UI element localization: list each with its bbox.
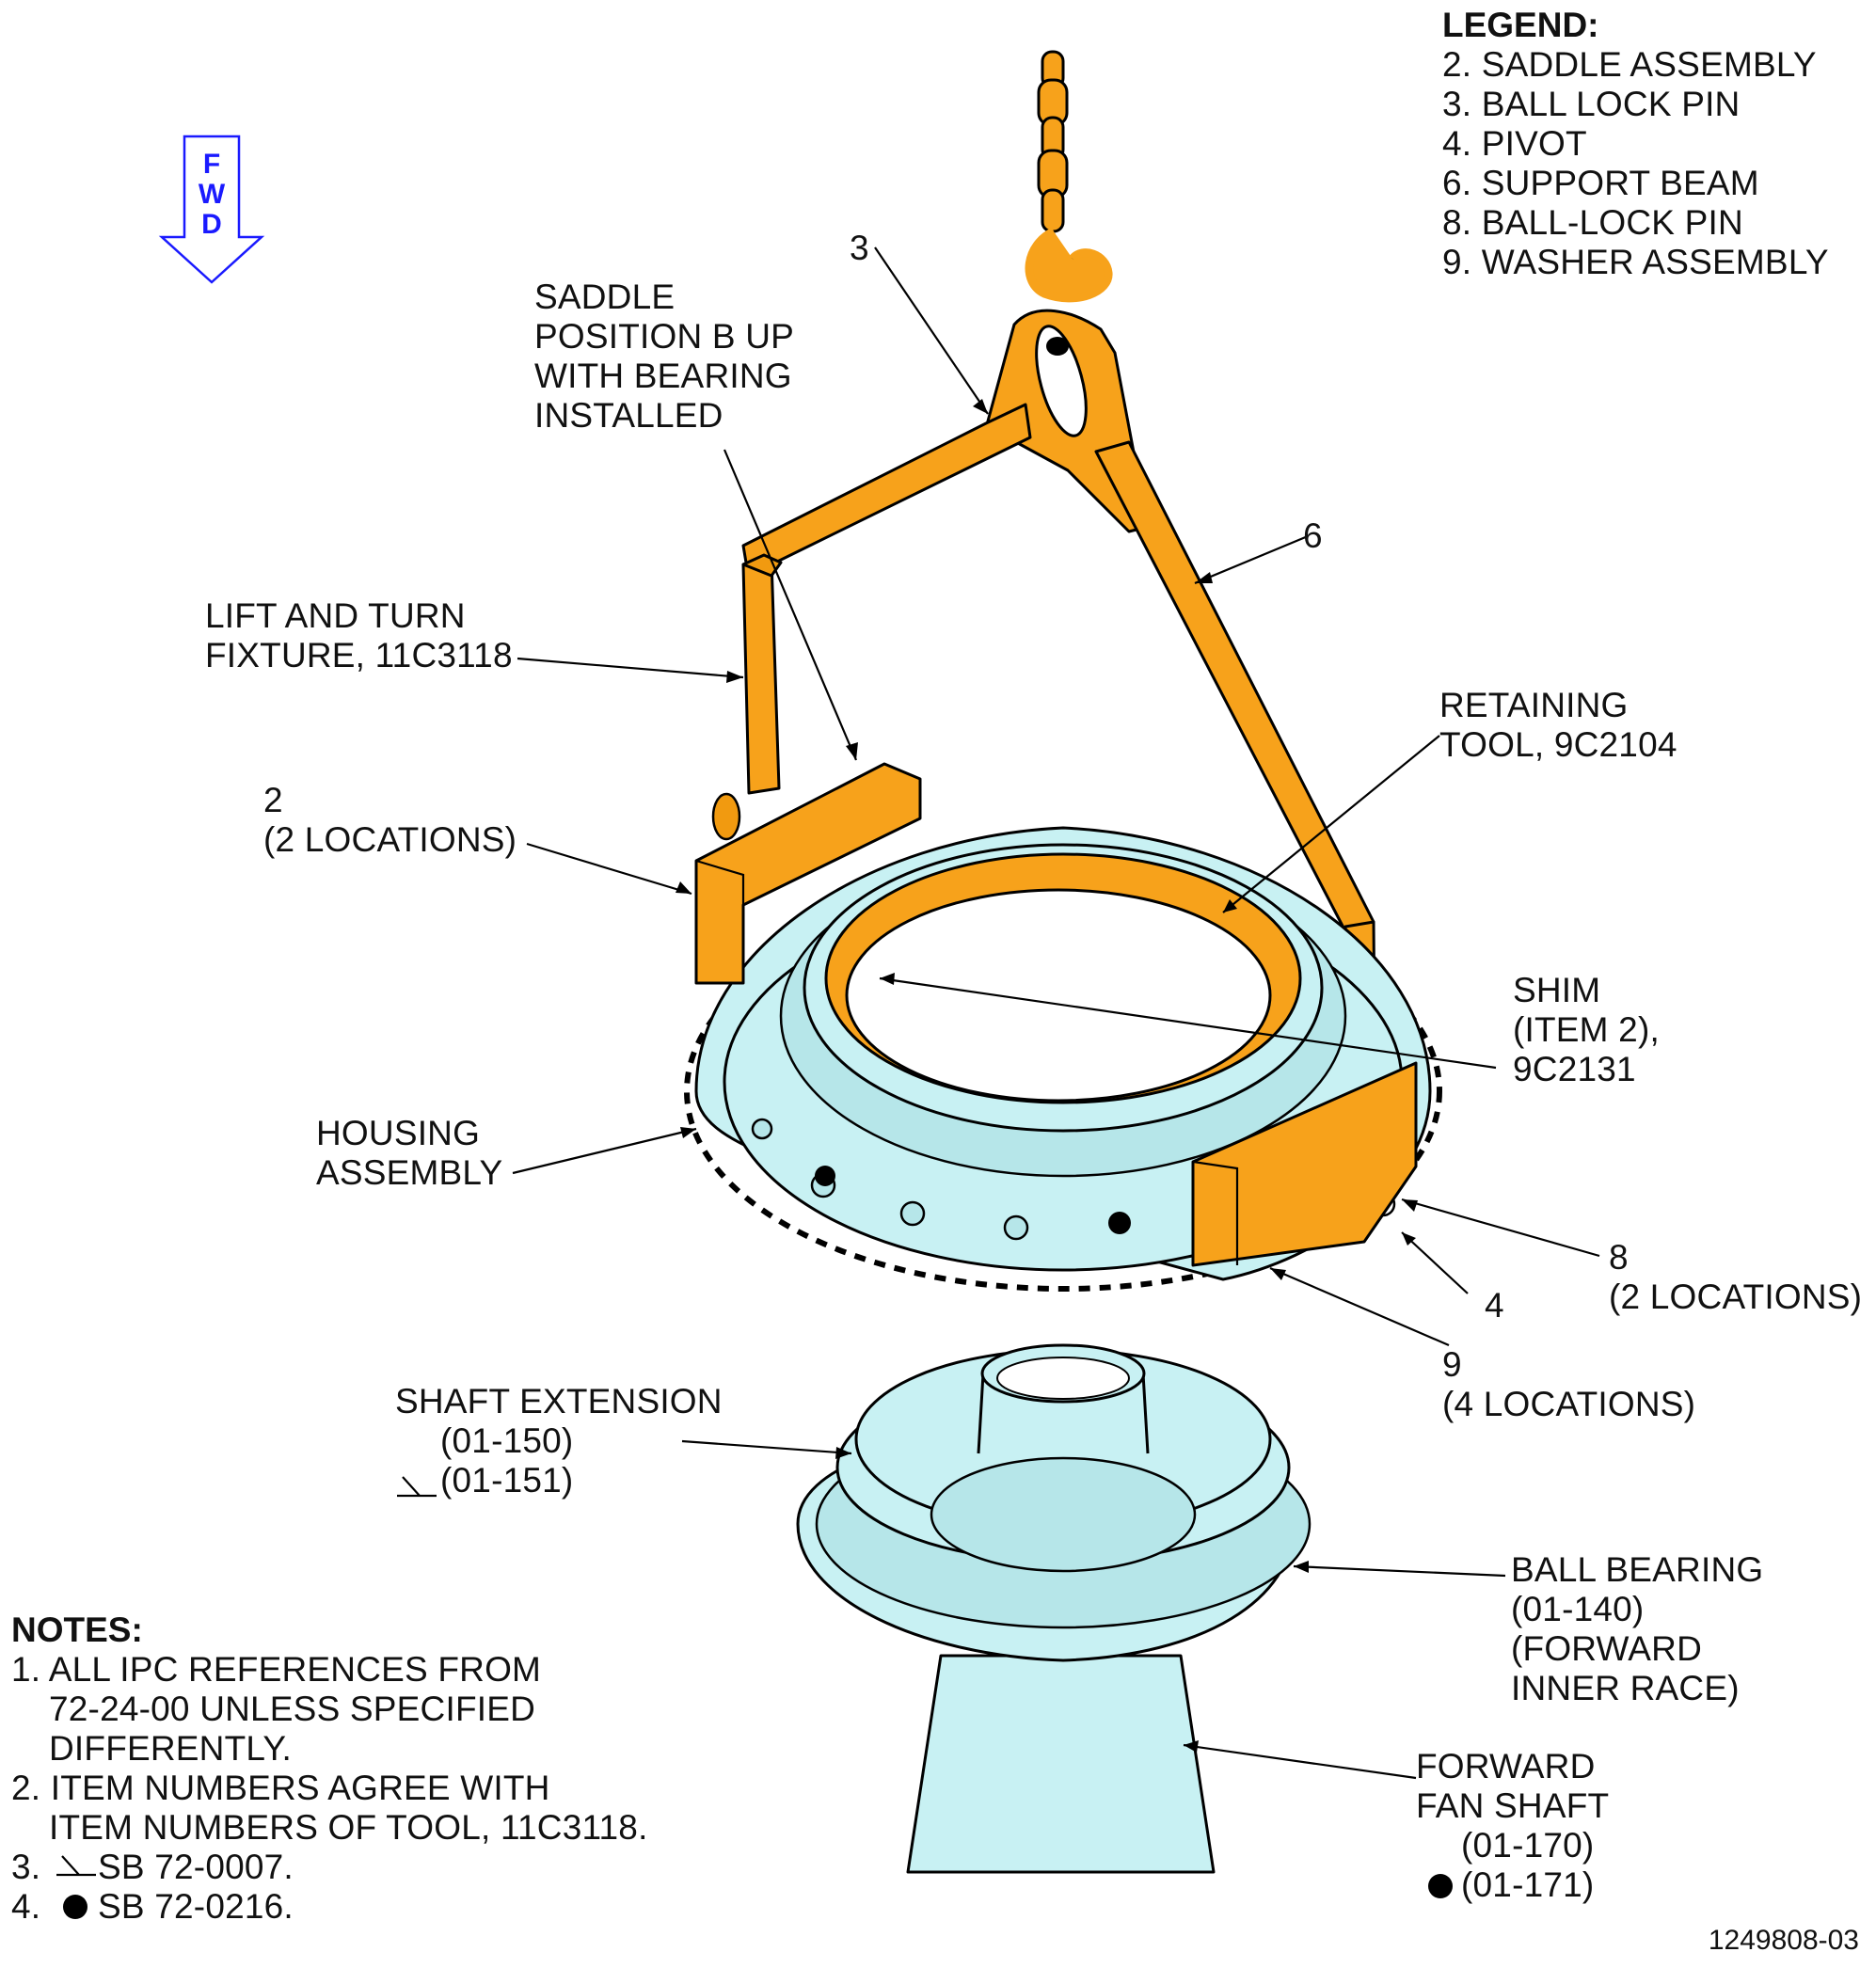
note-3-text: SB 72-0007. (98, 1848, 294, 1886)
callout-shim-line-3: 9C2131 (1513, 1050, 1636, 1088)
fwd-letter-f: F (203, 149, 220, 180)
callout-housing-line-1: HOUSING (316, 1114, 480, 1152)
callout-shaft-ext-line-3: (01-151) (440, 1461, 573, 1500)
callout-saddle-line-1: SADDLE (534, 278, 675, 316)
callout-housing-line-2: ASSEMBLY (316, 1153, 502, 1192)
callout-8-line-2: (2 LOCATIONS) (1609, 1278, 1862, 1316)
note-line-4: 2. ITEM NUMBERS AGREE WITH (11, 1769, 550, 1807)
figure-reference-number: 1249808-03 (1709, 1925, 1859, 1956)
callout-retaining-line-2: TOOL, 9C2104 (1439, 725, 1677, 764)
forward-fan-shaft-icon (796, 1343, 1312, 1874)
callout-9-line-2: (4 LOCATIONS) (1442, 1385, 1695, 1423)
legend-item-4: 4. PIVOT (1442, 124, 1587, 163)
callout-fan-shaft-line-1: FORWARD (1416, 1747, 1596, 1785)
callout-lift-turn-line-2: FIXTURE, 11C3118 (205, 636, 513, 675)
note-3-number: 3. (11, 1848, 40, 1886)
callout-saddle-line-2: POSITION B UP (534, 317, 794, 356)
note-4-text: SB 72-0216. (98, 1887, 294, 1926)
callout-bearing-line-1: BALL BEARING (1511, 1550, 1763, 1589)
fwd-arrow-icon: F W D (158, 135, 265, 284)
callout-fan-shaft-line-3: (01-170) (1461, 1826, 1594, 1865)
callout-shim-line-2: (ITEM 2), (1513, 1010, 1660, 1049)
note-line-2: 72-24-00 UNLESS SPECIFIED (49, 1690, 535, 1728)
callout-fan-shaft-line-4: (01-171) (1461, 1865, 1594, 1904)
callout-3: 3 (850, 229, 869, 267)
callout-4: 4 (1485, 1286, 1504, 1325)
legend-item-8: 8. BALL-LOCK PIN (1442, 203, 1743, 242)
callout-shim-line-1: SHIM (1513, 971, 1600, 1009)
callout-labels: 3 SADDLE POSITION B UP WITH BEARING INST… (205, 229, 1862, 1904)
sb-triangle-icon (397, 1476, 437, 1498)
note-line-3: DIFFERENTLY. (49, 1729, 292, 1768)
callout-fan-shaft-line-2: FAN SHAFT (1416, 1786, 1609, 1825)
note-3-triangle-icon (56, 1855, 96, 1877)
callout-retaining-line-1: RETAINING (1439, 686, 1629, 724)
note-4-dot-icon (63, 1895, 87, 1919)
note-line-1: 1. ALL IPC REFERENCES FROM (11, 1650, 541, 1689)
legend-item-2: 2. SADDLE ASSEMBLY (1442, 45, 1817, 84)
callout-bearing-line-4: INNER RACE) (1511, 1669, 1740, 1707)
notes-title: NOTES: (11, 1611, 143, 1649)
legend-title: LEGEND: (1442, 6, 1599, 44)
fwd-letter-d: D (201, 209, 222, 240)
callout-6: 6 (1303, 516, 1323, 555)
legend-item-6: 6. SUPPORT BEAM (1442, 164, 1759, 202)
callout-shaft-ext-line-1: SHAFT EXTENSION (395, 1382, 723, 1420)
callout-lift-turn-line-1: LIFT AND TURN (205, 596, 466, 635)
callout-2-line-1: 2 (263, 781, 283, 819)
callout-bearing-line-3: (FORWARD (1511, 1629, 1702, 1668)
callout-bearing-line-2: (01-140) (1511, 1590, 1644, 1628)
fwd-letter-w: W (199, 179, 226, 210)
callout-shaft-ext-line-2: (01-150) (440, 1421, 573, 1460)
leader-lines (512, 246, 1600, 1780)
legend-item-9: 9. WASHER ASSEMBLY (1442, 243, 1829, 281)
notes: NOTES: 1. ALL IPC REFERENCES FROM 72-24-… (11, 1611, 648, 1926)
hoist-chain-icon (1025, 50, 1113, 303)
callout-8-line-1: 8 (1609, 1238, 1629, 1277)
legend: LEGEND: 2. SADDLE ASSEMBLY 3. BALL LOCK … (1442, 6, 1829, 281)
note-line-5: ITEM NUMBERS OF TOOL, 11C3118. (49, 1808, 648, 1847)
callout-saddle-line-3: WITH BEARING (534, 357, 792, 395)
sb-dot-icon (1428, 1874, 1453, 1898)
note-4-number: 4. (11, 1887, 40, 1926)
legend-item-3: 3. BALL LOCK PIN (1442, 85, 1740, 123)
callout-9-line-1: 9 (1442, 1345, 1462, 1384)
callout-saddle-line-4: INSTALLED (534, 396, 723, 435)
callout-2-line-2: (2 LOCATIONS) (263, 820, 517, 859)
saddle-assembly-icon (694, 762, 1418, 1267)
